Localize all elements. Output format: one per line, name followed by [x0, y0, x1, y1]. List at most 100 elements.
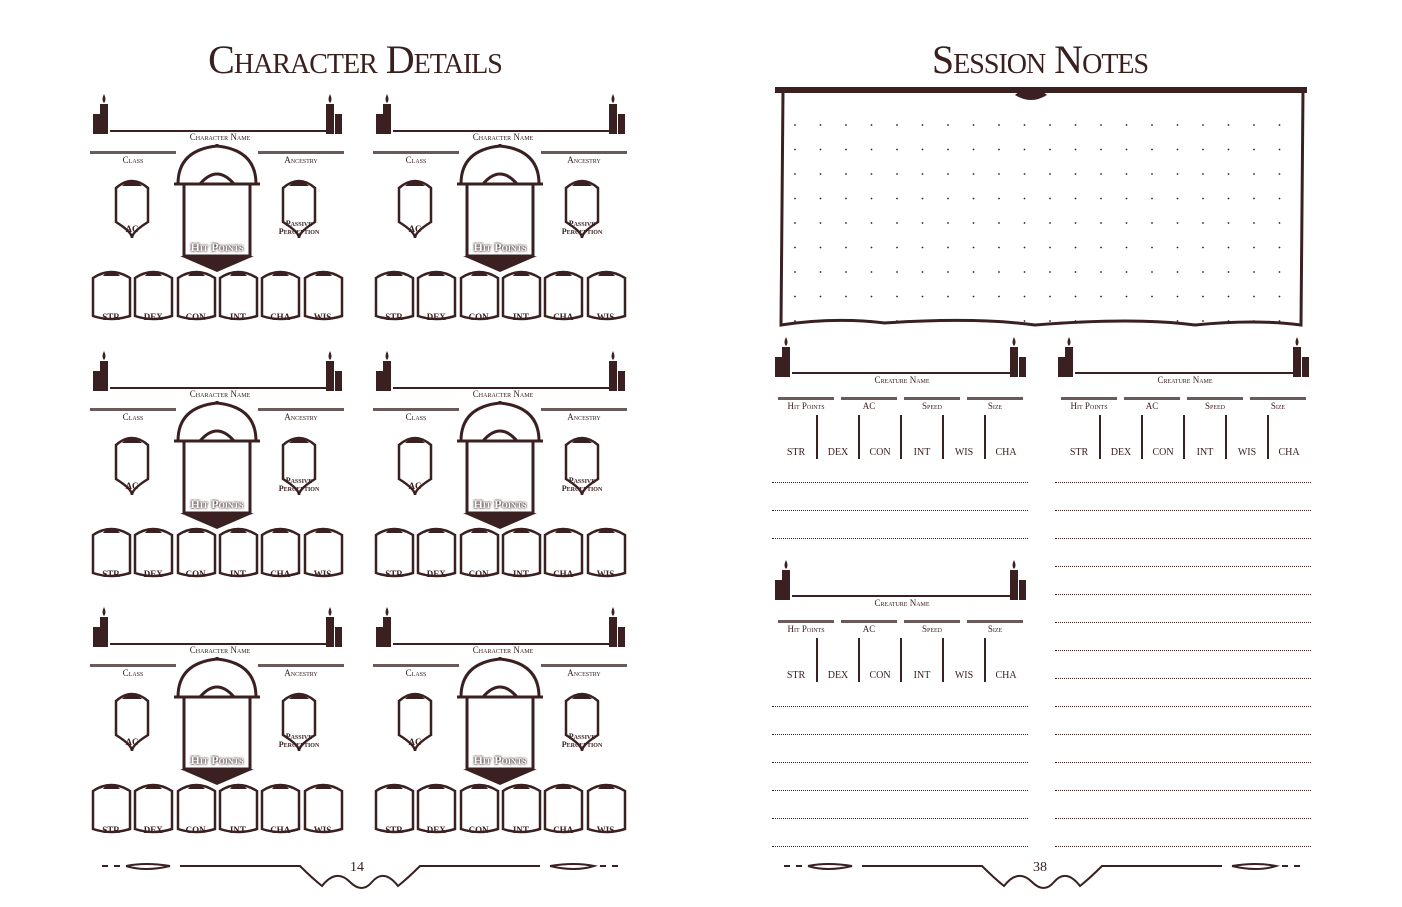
creature-field-hit-points[interactable] [1061, 397, 1117, 400]
ac-shield-frame[interactable] [394, 431, 436, 497]
class-field[interactable] [373, 408, 459, 411]
passive-perception-frame[interactable] [561, 687, 603, 753]
ability-score-frame[interactable] [303, 264, 344, 324]
writing-line[interactable] [1055, 482, 1311, 483]
ability-score-frame[interactable] [459, 521, 500, 581]
session-notes-grid[interactable] [775, 85, 1307, 333]
ability-score-frame[interactable] [416, 521, 457, 581]
creature-field-ac[interactable] [841, 397, 897, 400]
character-name-field[interactable] [393, 387, 609, 389]
creature-field-speed[interactable] [904, 620, 960, 623]
ability-score-frame[interactable] [133, 521, 174, 581]
ac-shield-frame[interactable] [111, 431, 153, 497]
ancestry-field[interactable] [258, 408, 344, 411]
character-name-field[interactable] [110, 643, 326, 645]
ability-score-frame[interactable] [459, 777, 500, 837]
creature-field-ac[interactable] [1124, 397, 1180, 400]
ability-score-frame[interactable] [374, 521, 415, 581]
creature-field-size[interactable] [1250, 397, 1306, 400]
ability-score-frame[interactable] [91, 264, 132, 324]
ability-score-frame[interactable] [501, 777, 542, 837]
class-field[interactable] [90, 408, 176, 411]
ability-score-frame[interactable] [218, 521, 259, 581]
writing-line[interactable] [1055, 510, 1311, 511]
creature-field-ac[interactable] [841, 620, 897, 623]
ability-score-frame[interactable] [586, 521, 627, 581]
ability-score-frame[interactable] [586, 777, 627, 837]
writing-line[interactable] [772, 846, 1028, 847]
writing-line[interactable] [772, 818, 1028, 819]
ability-score-frame[interactable] [176, 777, 217, 837]
passive-perception-frame[interactable] [278, 431, 320, 497]
creature-field-hit-points[interactable] [778, 397, 834, 400]
ability-score-frame[interactable] [501, 264, 542, 324]
writing-line[interactable] [1055, 790, 1311, 791]
ability-score-frame[interactable] [133, 264, 174, 324]
creature-field-size[interactable] [967, 397, 1023, 400]
writing-line[interactable] [1055, 650, 1311, 651]
ac-shield-frame[interactable] [394, 687, 436, 753]
ability-score-frame[interactable] [374, 264, 415, 324]
ancestry-field[interactable] [541, 151, 627, 154]
ability-score-frame[interactable] [176, 264, 217, 324]
creature-field-speed[interactable] [904, 397, 960, 400]
writing-line[interactable] [1055, 706, 1311, 707]
passive-perception-frame[interactable] [561, 431, 603, 497]
writing-line[interactable] [1055, 734, 1311, 735]
ability-score-frame[interactable] [303, 777, 344, 837]
ability-score-frame[interactable] [501, 521, 542, 581]
writing-line[interactable] [772, 734, 1028, 735]
character-name-field[interactable] [110, 130, 326, 132]
ability-score-frame[interactable] [91, 777, 132, 837]
writing-line[interactable] [1055, 846, 1311, 847]
writing-line[interactable] [772, 706, 1028, 707]
creature-field-speed[interactable] [1187, 397, 1243, 400]
ability-score-frame[interactable] [133, 777, 174, 837]
creature-name-field[interactable] [792, 372, 1010, 374]
writing-line[interactable] [772, 510, 1028, 511]
creature-name-field[interactable] [1075, 372, 1293, 374]
class-field[interactable] [373, 151, 459, 154]
hit-points-frame[interactable] [453, 401, 547, 531]
ac-shield-frame[interactable] [111, 687, 153, 753]
passive-perception-frame[interactable] [278, 687, 320, 753]
ancestry-field[interactable] [258, 151, 344, 154]
class-field[interactable] [373, 664, 459, 667]
writing-line[interactable] [772, 482, 1028, 483]
ac-shield-frame[interactable] [111, 174, 153, 240]
ability-score-frame[interactable] [416, 264, 457, 324]
hit-points-frame[interactable] [170, 657, 264, 787]
ability-score-frame[interactable] [260, 521, 301, 581]
class-field[interactable] [90, 664, 176, 667]
writing-line[interactable] [1055, 762, 1311, 763]
ability-score-frame[interactable] [543, 777, 584, 837]
writing-line[interactable] [1055, 538, 1311, 539]
creature-field-size[interactable] [967, 620, 1023, 623]
ability-score-frame[interactable] [543, 521, 584, 581]
writing-line[interactable] [772, 762, 1028, 763]
ability-score-frame[interactable] [586, 264, 627, 324]
writing-line[interactable] [1055, 818, 1311, 819]
passive-perception-frame[interactable] [278, 174, 320, 240]
ability-score-frame[interactable] [260, 777, 301, 837]
ability-score-frame[interactable] [303, 521, 344, 581]
writing-line[interactable] [1055, 622, 1311, 623]
writing-line[interactable] [1055, 594, 1311, 595]
ability-score-frame[interactable] [218, 264, 259, 324]
ability-score-frame[interactable] [459, 264, 500, 324]
ac-shield-frame[interactable] [394, 174, 436, 240]
character-name-field[interactable] [110, 387, 326, 389]
ability-score-frame[interactable] [176, 521, 217, 581]
creature-name-field[interactable] [792, 595, 1010, 597]
creature-field-hit-points[interactable] [778, 620, 834, 623]
hit-points-frame[interactable] [453, 144, 547, 274]
ability-score-frame[interactable] [543, 264, 584, 324]
writing-line[interactable] [772, 790, 1028, 791]
passive-perception-frame[interactable] [561, 174, 603, 240]
ancestry-field[interactable] [541, 408, 627, 411]
ability-score-frame[interactable] [260, 264, 301, 324]
hit-points-frame[interactable] [170, 401, 264, 531]
ability-score-frame[interactable] [416, 777, 457, 837]
ability-score-frame[interactable] [91, 521, 132, 581]
writing-line[interactable] [1055, 678, 1311, 679]
